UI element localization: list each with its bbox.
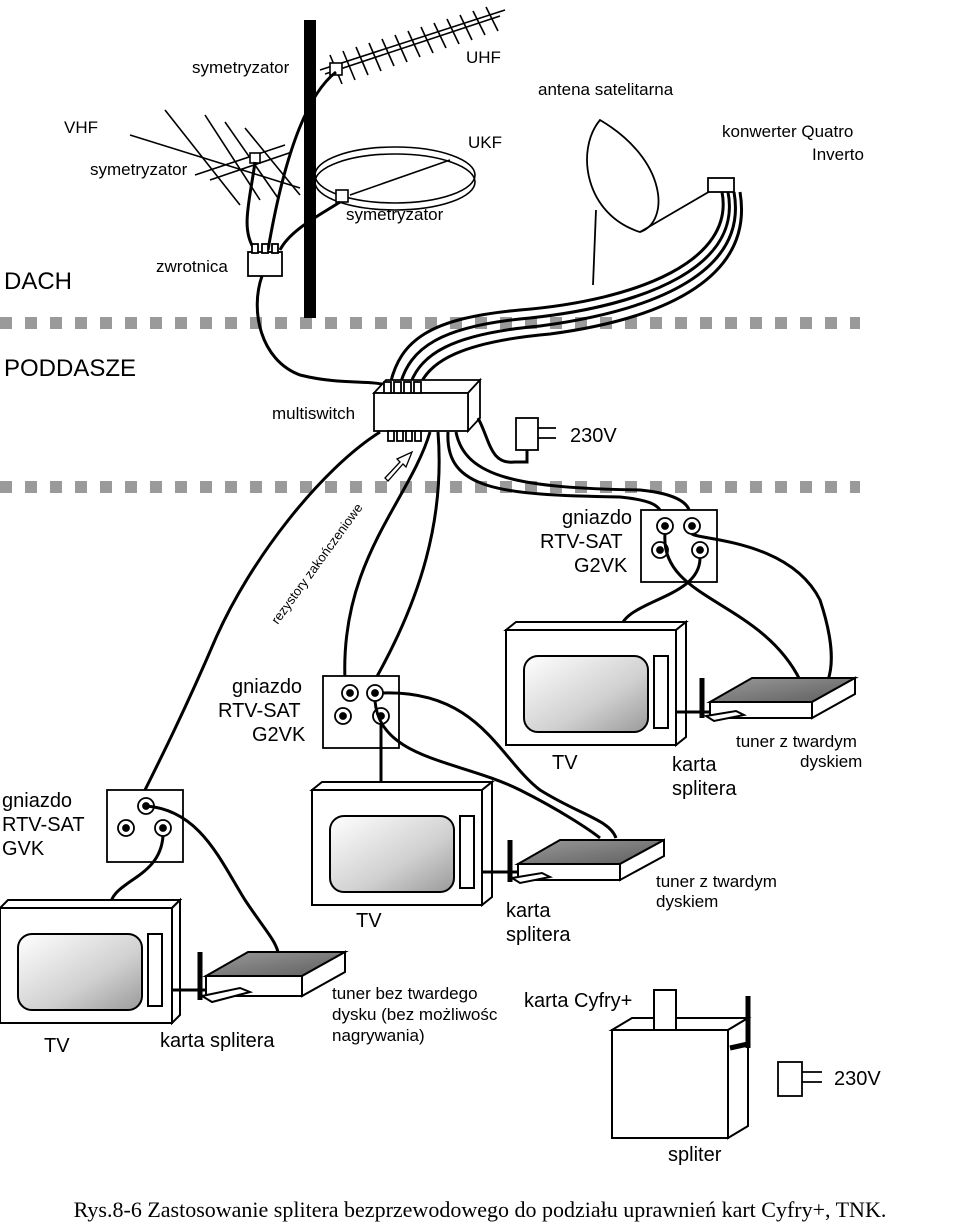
power-attic-label: 230V	[570, 425, 617, 447]
tuner-middle-line1: tuner z twardym	[656, 872, 777, 891]
uhf-antenna	[319, 6, 506, 85]
ukf-antenna	[314, 146, 476, 211]
converter-label-line2: Inverto	[812, 145, 864, 164]
card-right-line2: splitera	[672, 778, 737, 800]
socket-middle-line1: gniazdo	[232, 676, 303, 698]
roof-zone-label: DACH	[4, 268, 73, 295]
tuner-middle	[482, 838, 665, 885]
tuner-right-line2: dyskiem	[800, 752, 863, 771]
attic-zone-label: PODDASZE	[4, 355, 137, 382]
diplexer-label: zwrotnica	[156, 257, 228, 276]
tuner-right-line1: tuner z twardym	[736, 732, 857, 751]
cyfra-card-label: karta Cyfry+	[524, 990, 633, 1012]
tv-left	[0, 897, 183, 1026]
figure-caption: Rys.8-6 Zastosowanie splitera bezprzewod…	[73, 1197, 887, 1222]
multiswitch-label: multiswitch	[272, 404, 356, 423]
tuner-left-line2: dysku (bez możliwośc	[332, 1005, 498, 1024]
card-right-line1: karta	[672, 754, 717, 776]
symmetrizer-top-label: symetryzator	[192, 58, 290, 77]
symmetrizer-bottom-label: symetryzator	[346, 205, 444, 224]
wireless-splitter	[608, 989, 752, 1140]
socket-middle-line3: G2VK	[252, 724, 306, 746]
tuner-right	[676, 676, 859, 723]
socket-middle	[322, 675, 400, 749]
tv-right-label: TV	[552, 752, 578, 774]
socket-middle-line2: RTV-SAT	[218, 700, 301, 722]
socket-middle-cables	[373, 691, 618, 840]
power-supply-splitter	[777, 1061, 822, 1097]
socket-left-line2: RTV-SAT	[2, 814, 85, 836]
tuner-middle-line2: dyskiem	[656, 892, 719, 911]
satellite-dish-label: antena satelitarna	[538, 80, 674, 99]
tv-right	[503, 619, 689, 748]
terminator-arrow	[384, 450, 414, 482]
power-supply-attic	[476, 417, 556, 464]
socket-right-line3: G2VK	[574, 555, 628, 577]
antenna-mast	[304, 20, 316, 318]
card-middle-line2: splitera	[506, 924, 571, 946]
socket-left-line3: GVK	[2, 838, 45, 860]
socket-left-line1: gniazdo	[2, 790, 73, 812]
socket-right	[640, 509, 718, 583]
diplexer	[247, 243, 283, 277]
tv-left-label: TV	[44, 1035, 70, 1057]
distribution-cables	[138, 430, 692, 801]
tuner-left	[172, 950, 349, 1004]
socket-right-line2: RTV-SAT	[540, 531, 623, 553]
uhf-label: UHF	[466, 48, 501, 67]
tv-middle-label: TV	[356, 910, 382, 932]
tuner-left-line1: tuner bez twardego	[332, 984, 478, 1003]
symmetrizer-left-label: symetryzator	[90, 160, 188, 179]
satellite-cables	[388, 191, 743, 386]
antenna-cables	[245, 70, 386, 387]
tuner-left-line3: nagrywania)	[332, 1026, 425, 1045]
socket-left	[106, 789, 184, 863]
satellite-dish	[586, 118, 735, 286]
card-middle-line1: karta	[506, 900, 551, 922]
ukf-label: UKF	[468, 133, 502, 152]
card-left-label: karta splitera	[160, 1030, 275, 1052]
multiswitch	[371, 377, 483, 442]
power-splitter-label: 230V	[834, 1068, 881, 1090]
socket-right-line1: gniazdo	[562, 507, 633, 529]
tv-middle	[309, 779, 495, 908]
vhf-antenna	[129, 109, 301, 206]
converter-label-line1: konwerter Quatro	[722, 122, 854, 141]
vhf-label: VHF	[64, 118, 98, 137]
splitter-label: spliter	[668, 1144, 722, 1166]
